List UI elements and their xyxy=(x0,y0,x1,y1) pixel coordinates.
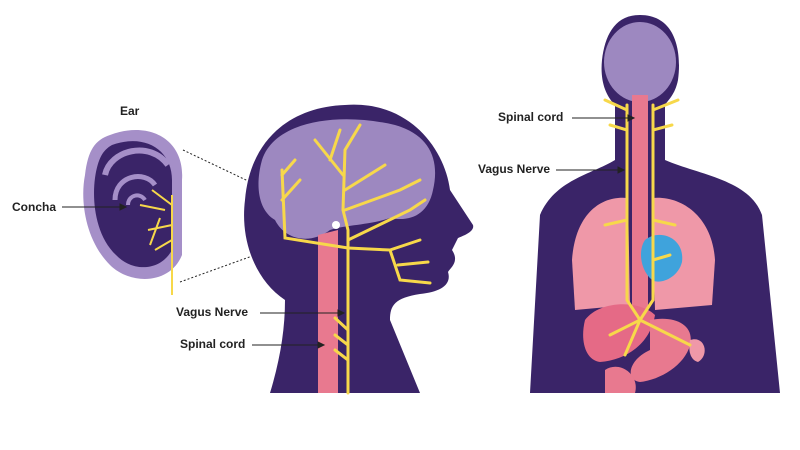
label-arrows xyxy=(62,114,636,349)
body-vagus-nerve-label: Vagus Nerve xyxy=(478,162,551,176)
concha-label: Concha xyxy=(12,200,57,214)
ear-illustration xyxy=(83,130,331,295)
head-vagus-nerve-label: Vagus Nerve xyxy=(176,305,249,319)
body-spinal-cord-label: Spinal cord xyxy=(498,110,564,124)
head-illustration xyxy=(244,104,474,395)
ear-label: Ear xyxy=(120,104,140,118)
torso-illustration xyxy=(530,15,780,393)
head-spinal-cord-label: Spinal cord xyxy=(180,337,246,351)
